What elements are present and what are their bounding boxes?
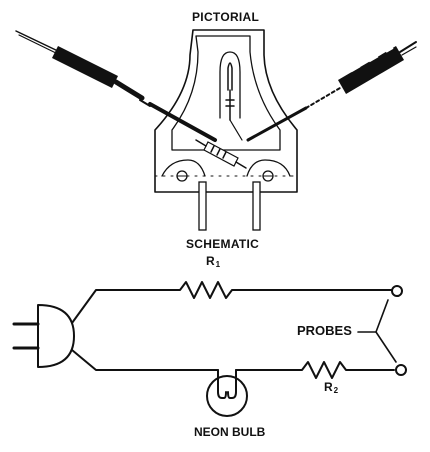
plug-body [154, 29, 298, 193]
pictorial-view [15, 29, 417, 231]
r1-label: R1 [206, 254, 220, 269]
plug-prongs [198, 181, 261, 231]
r1-branch [71, 281, 403, 324]
probe-terminal-bottom [395, 364, 407, 376]
probes-label: PROBES [297, 323, 352, 338]
pictorial-label: PICTORIAL [192, 10, 260, 24]
r2-letter: R [324, 380, 333, 394]
neon-lamp-pictorial [219, 51, 243, 141]
plug-symbol [12, 304, 75, 368]
right-probe [305, 41, 417, 109]
schematic-label: SCHEMATIC [186, 237, 260, 251]
r1-subscript: 1 [215, 260, 221, 269]
schematic-view [12, 281, 407, 417]
neon-bulb-label: NEON BULB [194, 425, 266, 439]
left-probe [15, 30, 151, 107]
r2-label: R2 [324, 380, 338, 395]
r1-letter: R [206, 254, 215, 268]
probes-pointer [357, 299, 397, 363]
right-lead [246, 106, 308, 142]
resistor-pictorial [195, 139, 247, 169]
neon-bulb-symbol [206, 369, 248, 417]
r2-subscript: 2 [333, 386, 339, 395]
r2-branch [71, 349, 407, 379]
probe-terminal-top [391, 285, 403, 297]
left-lead [148, 102, 217, 142]
